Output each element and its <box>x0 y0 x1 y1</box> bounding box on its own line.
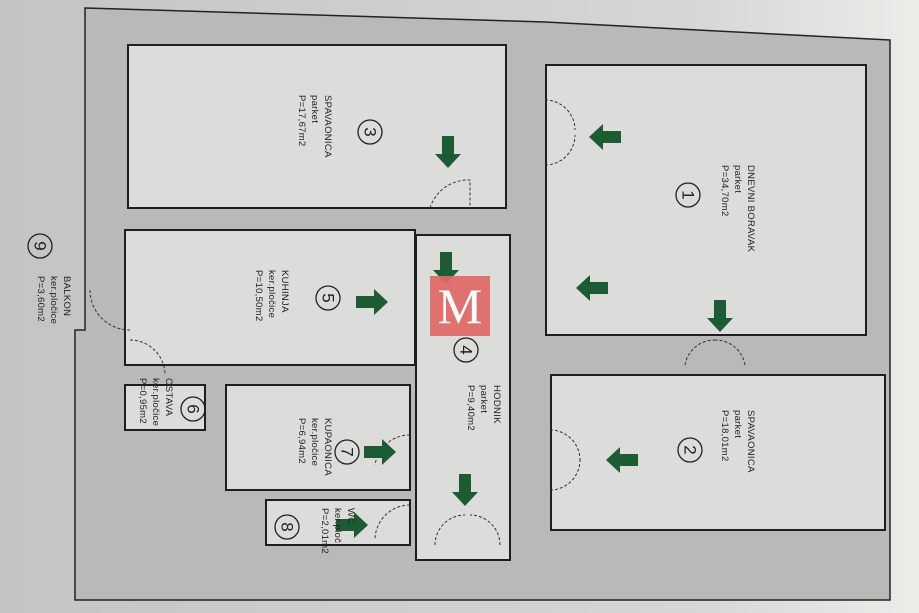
room-area: P=2,01m2 <box>319 508 330 554</box>
direction-arrow-icon <box>576 275 608 301</box>
room-number: 8 <box>278 522 297 531</box>
room-1-area <box>545 64 867 336</box>
room-3-area <box>127 44 507 209</box>
room-floor: ker.ploč. <box>332 508 343 546</box>
room-number-circle <box>677 437 703 463</box>
doors <box>89 99 746 546</box>
room-area: P=3,60m2 <box>35 276 46 322</box>
room-number-circle <box>357 119 383 145</box>
room-number-circle <box>27 233 53 259</box>
room-number: 9 <box>31 241 50 250</box>
direction-arrow-icon <box>452 474 478 506</box>
room-floor: parket <box>309 95 320 123</box>
direction-arrow-icon <box>589 124 621 150</box>
room-floor: parket <box>732 165 743 193</box>
room-floor: ker.pločice <box>266 270 277 318</box>
direction-arrow-icon <box>356 289 388 315</box>
room-shapes <box>124 44 886 561</box>
direction-arrow-icon <box>707 300 733 332</box>
room-area: P=0,95m2 <box>137 378 148 424</box>
direction-arrow-icon <box>606 447 638 473</box>
direction-arrow-icon <box>364 439 396 465</box>
room-name: DNEVNI BORAVAK <box>745 165 756 253</box>
room-number-circle <box>453 337 479 363</box>
room-name: KUHINJA <box>279 270 290 313</box>
room-name: WC <box>345 508 356 524</box>
room-number: 3 <box>361 127 380 136</box>
room-number: 7 <box>338 447 357 456</box>
room-2-area <box>550 374 886 531</box>
room-number: 2 <box>681 445 700 454</box>
room-number: 1 <box>679 190 698 199</box>
room-floor: ker.pločice <box>48 276 59 324</box>
room-name: SPAVAONICA <box>322 95 333 158</box>
room-number-circle <box>315 285 341 311</box>
room-area: P=10,50m2 <box>253 270 264 322</box>
direction-arrow-icon <box>435 136 461 168</box>
room-number-circle <box>274 514 300 540</box>
room-number: 5 <box>319 293 338 302</box>
room-area: P=17,67m2 <box>296 95 307 147</box>
agency-logo: M <box>430 276 490 336</box>
room-number-circle <box>675 182 701 208</box>
room-area: P=34,70m2 <box>719 165 730 217</box>
room-floor: ker.pločice <box>309 418 320 466</box>
room-floor: ker.pločice <box>150 378 161 426</box>
room-floor: parket <box>732 410 743 438</box>
room-area: P=18,01m2 <box>719 410 730 462</box>
room-number-circle <box>180 396 206 422</box>
room-area: P=6,94m2 <box>296 418 307 464</box>
direction-arrow-icon <box>336 512 368 538</box>
room-6-area <box>124 384 206 431</box>
room-7-area <box>225 384 411 491</box>
room-number: 4 <box>457 345 476 354</box>
room-name: HODNIK <box>491 385 502 424</box>
room-name: BALKON <box>61 276 72 316</box>
room-name: SPAVAONICA <box>745 410 756 473</box>
room-name: KUPAONICA <box>322 418 333 476</box>
room-floor: parket <box>478 385 489 413</box>
room-area: P=9,40m2 <box>465 385 476 431</box>
room-number-circle <box>334 439 360 465</box>
room-number: 6 <box>184 404 203 413</box>
room-name: OSTAVA <box>163 378 174 417</box>
